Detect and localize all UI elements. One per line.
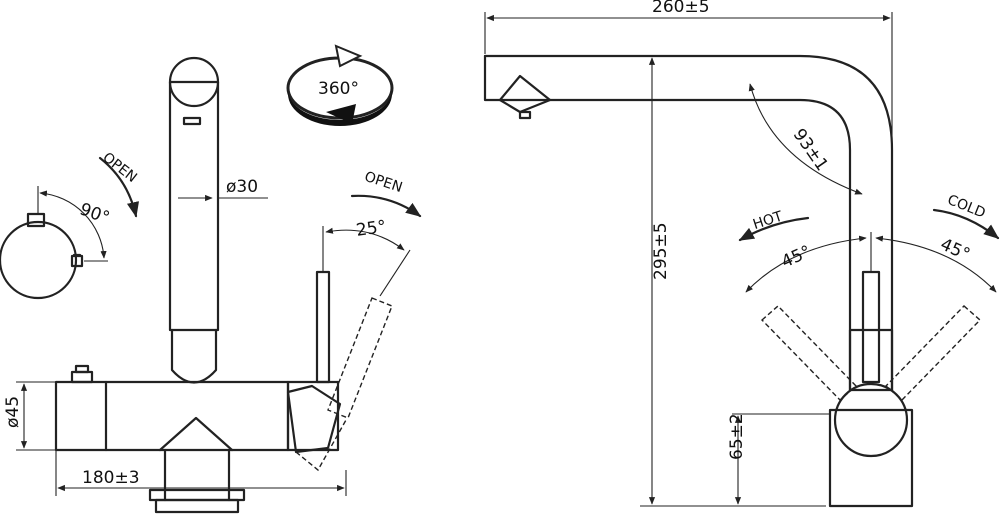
angle-arc-hot <box>745 235 867 293</box>
cold-angle-label: 45° <box>937 235 973 266</box>
open-label-side: OPEN <box>99 150 139 186</box>
side-handle-stem <box>26 212 46 228</box>
angle-arc-25 <box>325 227 405 251</box>
front-body <box>848 328 894 392</box>
angle-arc-90 <box>39 190 107 259</box>
hot-lever-dashed <box>760 305 858 401</box>
cold-lever-dashed <box>884 305 982 401</box>
side-view: 90° OPEN ø30 25° OPEN <box>0 44 422 514</box>
spout-diameter-label: ø30 <box>226 177 258 197</box>
lever-tilted-dashed <box>327 297 393 419</box>
hot-label: HOT <box>751 208 785 233</box>
cold-arrow <box>932 208 1000 240</box>
angle-90-label: 90° <box>77 199 112 228</box>
rotation-label: 360° <box>318 79 359 99</box>
cold-label: COLD <box>945 192 988 222</box>
lever <box>315 270 331 384</box>
base-length-label: 180±3 <box>82 468 140 488</box>
total-height-label: 295±5 <box>651 222 671 280</box>
spout-angle-label: 93±1 <box>789 125 832 175</box>
front-lever <box>861 270 881 384</box>
side-handle-knob <box>0 220 78 300</box>
base-plate <box>154 498 240 514</box>
base-diameter-label: ø45 <box>3 396 23 428</box>
hot-arrow <box>738 216 810 242</box>
base-height-label: 65±2 <box>727 413 747 460</box>
front-view: 260±5 295±5 93±1 65±2 45° 45° HOT <box>483 0 1000 508</box>
open-label-lever: OPEN <box>362 169 404 196</box>
hot-angle-label: 45° <box>779 242 815 273</box>
angle-25-label: 25° <box>355 217 388 241</box>
open-arrow-lever <box>350 194 422 218</box>
spout-arm <box>483 54 894 392</box>
spout-reach-label: 260±5 <box>652 0 710 17</box>
front-knob <box>833 382 909 458</box>
spout-column <box>168 80 220 332</box>
angle-arc-cold <box>875 235 997 293</box>
open-arrow-side <box>98 156 140 218</box>
angle-arc-93 <box>748 83 863 195</box>
